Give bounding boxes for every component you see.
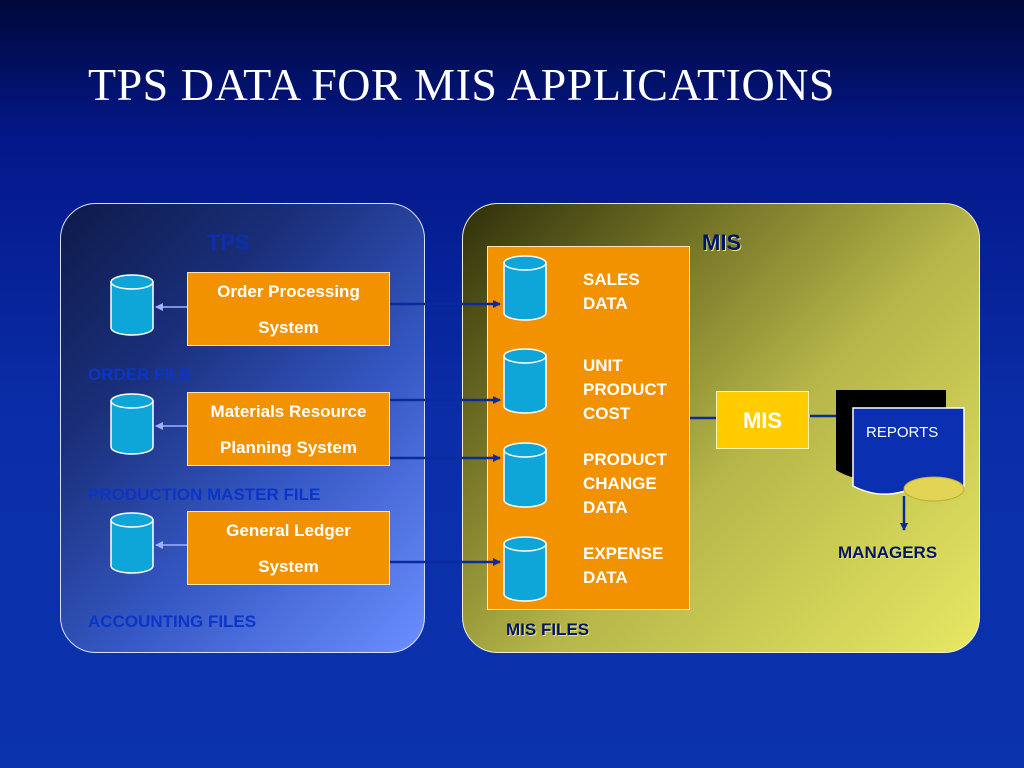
- system-label-line1: Order Processing: [217, 282, 360, 301]
- data-line: DATA: [583, 498, 628, 517]
- system-label-line1: Materials Resource: [210, 402, 367, 421]
- accounting-files-label: ACCOUNTING FILES: [88, 612, 257, 631]
- data-line: SALES: [583, 270, 640, 289]
- data-line: UNIT: [583, 356, 623, 375]
- unit-product-cost-label: UNIT PRODUCT COST: [583, 354, 667, 426]
- reports-document-icon: [836, 390, 965, 502]
- data-line: COST: [583, 404, 631, 423]
- expense-data-cylinder-icon: [503, 536, 547, 602]
- system-label-line2: Planning System: [220, 438, 357, 457]
- accounting-files-cylinder-icon: [110, 512, 154, 574]
- product-change-data-cylinder-icon: [503, 442, 547, 508]
- data-line: DATA: [583, 568, 628, 587]
- slide-title: TPS DATA FOR MIS APPLICATIONS: [88, 59, 835, 110]
- tps-panel-label: TPS: [207, 230, 250, 255]
- data-line: PRODUCT: [583, 380, 668, 399]
- order-file-label: ORDER FILE: [88, 365, 191, 384]
- managers-label: MANAGERS: [838, 543, 938, 562]
- data-line: EXPENSE: [583, 544, 664, 563]
- data-line: PRODUCT: [583, 450, 668, 469]
- production-master-file-cylinder-icon: [110, 393, 154, 455]
- expense-data-label: EXPENSE DATA: [583, 542, 663, 590]
- product-change-data-label: PRODUCT CHANGE DATA: [583, 448, 667, 520]
- sales-data-cylinder-icon: [503, 255, 547, 321]
- system-label-line1: General Ledger: [226, 521, 351, 540]
- mrp-system-box: Materials Resource Planning System: [187, 392, 390, 466]
- data-line: CHANGE: [583, 474, 657, 493]
- system-label-line2: System: [258, 318, 319, 337]
- mis-process-box: MIS: [716, 391, 809, 449]
- data-line: DATA: [583, 294, 628, 313]
- production-master-file-label: PRODUCTION MASTER FILE: [88, 485, 321, 504]
- unit-product-cost-cylinder-icon: [503, 348, 547, 414]
- order-file-cylinder-icon: [110, 274, 154, 336]
- mis-panel-label: MIS: [702, 230, 742, 255]
- mis-files-label: MIS FILES: [506, 620, 590, 639]
- order-processing-system-box: Order Processing System: [187, 272, 390, 346]
- sales-data-label: SALES DATA: [583, 268, 640, 316]
- general-ledger-system-box: General Ledger System: [187, 511, 390, 585]
- reports-label: REPORTS: [866, 424, 939, 441]
- system-label-line2: System: [258, 557, 319, 576]
